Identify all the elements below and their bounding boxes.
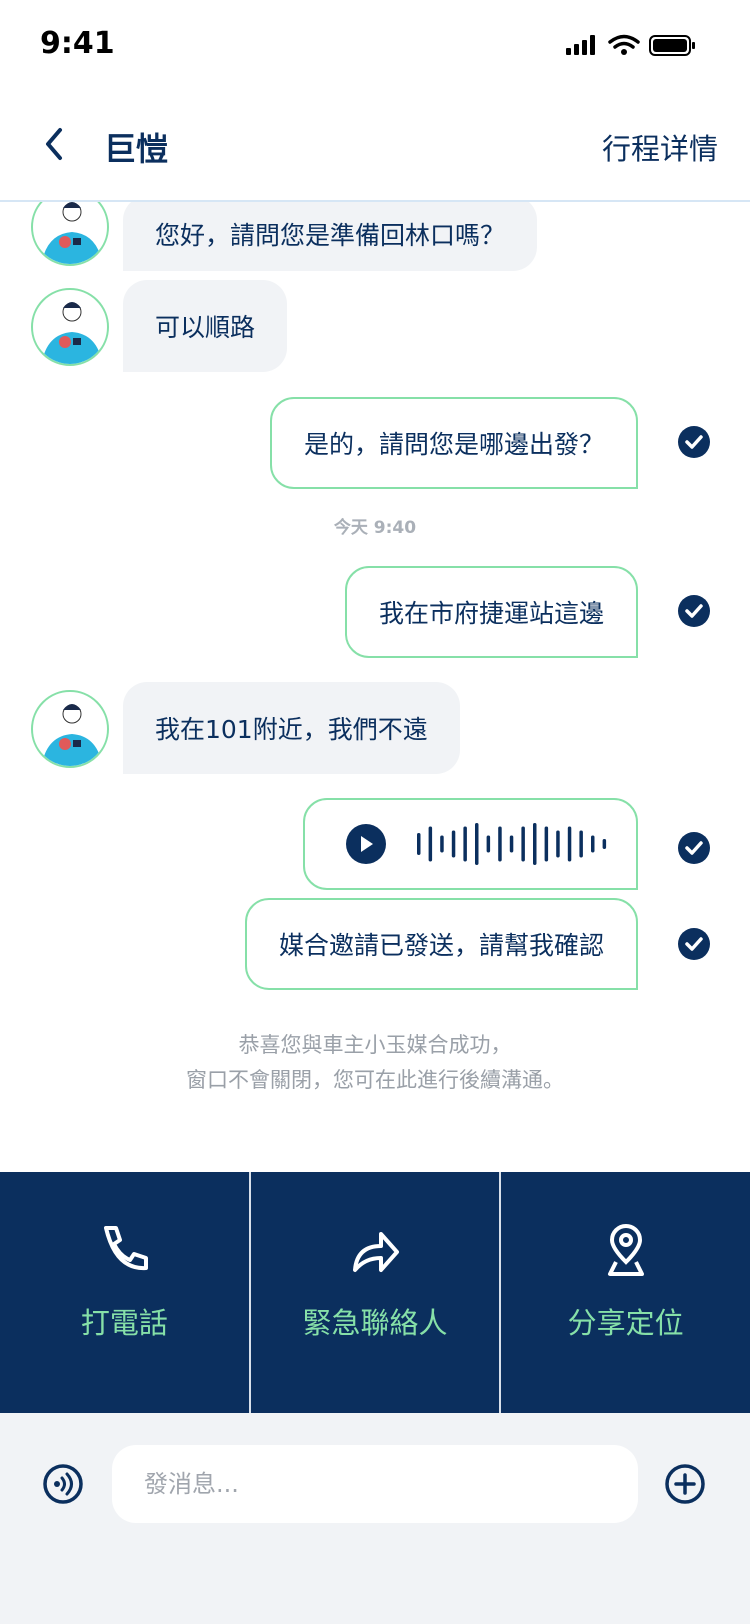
status-time: 9:41	[40, 26, 115, 61]
voice-input-icon[interactable]	[42, 1463, 84, 1505]
message-text: 可以順路	[155, 313, 256, 342]
action-bar: 打電話 緊急聯絡人 分享定位	[0, 1172, 750, 1413]
read-check-icon	[678, 426, 710, 458]
message-text: 我在市府捷運站這邊	[378, 599, 604, 628]
chat-header: 巨愷 行程详情	[0, 90, 750, 202]
avatar[interactable]	[31, 202, 109, 266]
share-location-button[interactable]: 分享定位	[501, 1172, 750, 1413]
input-bar	[0, 1413, 750, 1624]
message-bubble-sent: 媒合邀請已發送，請幫我確認	[244, 898, 638, 990]
waveform-bar	[417, 833, 421, 855]
action-label: 分享定位	[567, 1306, 684, 1340]
plus-icon[interactable]	[664, 1463, 706, 1505]
message-text: 是的，請問您是哪邊出發？	[303, 430, 604, 459]
waveform-bar	[463, 826, 467, 862]
waveform-bar	[521, 826, 525, 862]
message-list[interactable]: 您好，請問您是準備回林口嗎？ 可以順路 是的，請問您是哪邊出發？ 今天 9:40…	[0, 202, 750, 1172]
message-text: 我在101附近，我們不遠	[155, 715, 428, 744]
back-icon[interactable]	[42, 126, 66, 162]
system-notice-line: 恭喜您與車主小玉媒合成功，	[238, 1033, 512, 1057]
message-bubble-sent: 我在市府捷運站這邊	[344, 566, 638, 658]
waveform-bar	[475, 823, 479, 865]
waveform-bar	[509, 835, 514, 853]
share-arrow-icon	[353, 1232, 399, 1272]
waveform-bar	[544, 826, 549, 862]
message-input[interactable]	[112, 1445, 638, 1523]
read-check-icon	[678, 832, 710, 864]
avatar[interactable]	[31, 690, 109, 768]
message-bubble-received: 可以順路	[123, 280, 288, 372]
waveform-bar	[579, 830, 583, 858]
waveform-bar	[591, 835, 595, 853]
message-text: 媒合邀請已發送，請幫我確認	[278, 931, 604, 960]
waveform	[417, 823, 607, 865]
system-notice: 恭喜您與車主小玉媒合成功， 窗口不會關閉，您可在此進行後續溝通。	[0, 1028, 750, 1098]
trip-details-link[interactable]: 行程详情	[601, 132, 718, 166]
phone-icon	[104, 1226, 149, 1271]
waveform-bar	[486, 835, 491, 853]
voice-message-bubble[interactable]	[303, 798, 638, 890]
message-bubble-received: 我在101附近，我們不遠	[123, 682, 460, 774]
play-icon[interactable]	[345, 823, 387, 865]
location-pin-icon	[607, 1224, 644, 1276]
message-bubble-sent: 是的，請問您是哪邊出發？	[269, 397, 638, 489]
call-button[interactable]: 打電話	[0, 1172, 251, 1413]
action-label: 打電話	[80, 1306, 168, 1340]
waveform-bar	[602, 839, 607, 849]
read-check-icon	[678, 595, 710, 627]
read-check-icon	[678, 928, 710, 960]
waveform-bar	[428, 826, 433, 862]
waveform-bar	[451, 830, 456, 858]
emergency-contact-button[interactable]: 緊急聯絡人	[251, 1172, 502, 1413]
timestamp: 今天 9:40	[333, 518, 417, 538]
waveform-bar	[440, 835, 444, 853]
status-icons	[566, 34, 695, 56]
system-notice-line: 窗口不會關閉，您可在此進行後續溝通。	[186, 1068, 564, 1092]
waveform-bar	[533, 823, 537, 865]
avatar[interactable]	[31, 288, 109, 366]
action-label: 緊急聯絡人	[302, 1306, 448, 1340]
contact-name: 巨愷	[104, 130, 169, 168]
message-bubble-received: 您好，請問您是準備回林口嗎？	[123, 202, 538, 271]
waveform-bar	[567, 826, 572, 862]
message-text: 您好，請問您是準備回林口嗎？	[155, 220, 506, 250]
waveform-bar	[498, 826, 502, 862]
waveform-bar	[556, 830, 560, 858]
